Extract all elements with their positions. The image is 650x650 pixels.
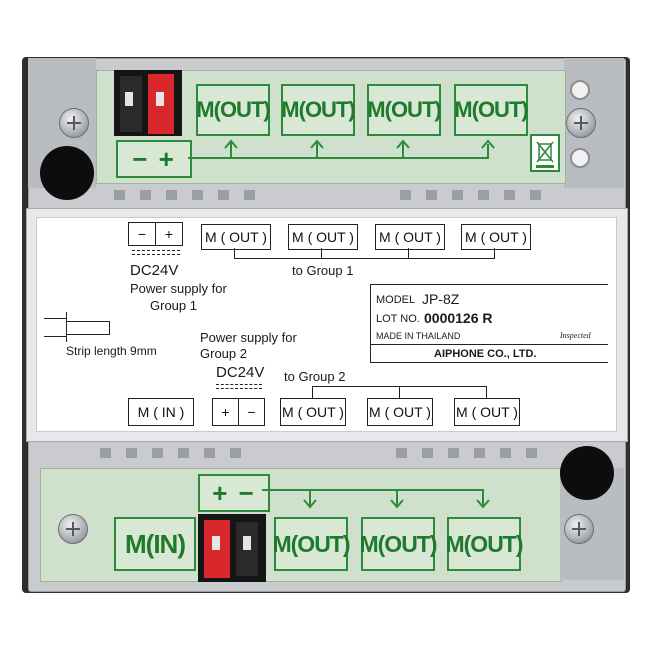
cable-entry-hole — [560, 446, 614, 500]
label-top-mout-3: M ( OUT ) — [375, 224, 445, 250]
label-dc24v-top: DC24V — [130, 262, 179, 279]
label-lot-value: 0000126 R — [424, 310, 493, 326]
label-lot-caption: LOT NO. — [376, 313, 420, 325]
bracket-line — [494, 248, 495, 258]
label-top-plus: + — [155, 222, 183, 246]
label-power-group1-line1: Power supply for — [130, 281, 227, 296]
bottom-mout-2: M(OUT) — [359, 517, 438, 571]
label-top-mout-2: M ( OUT ) — [288, 224, 358, 250]
vent — [192, 190, 203, 200]
stripped-wire-icon — [66, 321, 110, 335]
weee-bin-icon — [530, 134, 560, 172]
label-model-value: JP-8Z — [422, 291, 460, 307]
connector-slot — [125, 92, 133, 106]
label-dc24v-bottom: DC24V — [216, 364, 265, 381]
dc-symbol-line — [216, 388, 262, 389]
label-to-group1: to Group 1 — [292, 263, 354, 278]
vent — [204, 448, 215, 458]
model-block-border — [370, 362, 608, 363]
vent — [400, 190, 411, 200]
mounting-hole-icon — [570, 148, 590, 168]
screw-icon — [58, 514, 88, 544]
label-power-group2-line1: Power supply for — [200, 330, 297, 345]
vent — [422, 448, 433, 458]
model-block-border — [370, 284, 371, 362]
vent — [244, 190, 255, 200]
dc-symbol-line — [132, 250, 180, 251]
top-mout-2: M(OUT) — [281, 84, 356, 136]
wire-line — [44, 336, 66, 337]
vent — [166, 190, 177, 200]
model-block-border — [370, 344, 608, 345]
vent — [100, 448, 111, 458]
vent — [396, 448, 407, 458]
label-model-caption: MODEL — [376, 294, 416, 306]
label-to-group2: to Group 2 — [284, 369, 346, 384]
top-mout-3: M(OUT) — [367, 84, 442, 136]
bracket-line — [234, 248, 235, 258]
bracket-line — [234, 258, 495, 259]
mounting-hole-icon — [570, 80, 590, 100]
vent — [448, 448, 459, 458]
label-power-group2-line2: Group 2 — [200, 346, 247, 361]
bracket-line — [321, 248, 322, 258]
label-bottom-mout-1: M ( OUT ) — [280, 398, 346, 426]
bracket-line — [486, 386, 487, 398]
label-bottom-mout-2: M ( OUT ) — [367, 398, 433, 426]
screw-icon — [564, 514, 594, 544]
vent — [140, 190, 151, 200]
top-arrow-lines — [188, 139, 495, 159]
wiring-label — [36, 217, 617, 432]
bottom-min-terminal: M(IN) — [114, 517, 196, 571]
wire-line — [44, 318, 66, 319]
label-bottom-minus: − — [238, 398, 265, 426]
connector-slot — [243, 536, 251, 550]
top-mout-1: M(OUT) — [196, 84, 271, 136]
vent — [114, 190, 125, 200]
vent — [478, 190, 489, 200]
label-top-mout-1: M ( OUT ) — [201, 224, 271, 250]
model-block-border — [370, 284, 608, 285]
dc-symbol-line — [132, 254, 180, 255]
vent — [230, 448, 241, 458]
bottom-power-terminal-label: + − — [198, 474, 270, 512]
label-bottom-mout-3: M ( OUT ) — [454, 398, 520, 426]
vent — [178, 448, 189, 458]
top-mout-4: M(OUT) — [454, 84, 529, 136]
label-top-minus: − — [128, 222, 156, 246]
vent — [126, 448, 137, 458]
vent — [526, 448, 537, 458]
vent — [530, 190, 541, 200]
label-power-group1-line2: Group 1 — [150, 298, 197, 313]
label-inspected: Inspected — [560, 331, 591, 340]
label-top-mout-4: M ( OUT ) — [461, 224, 531, 250]
top-power-terminal-label: − + — [116, 140, 192, 178]
label-bottom-plus: + — [212, 398, 239, 426]
bracket-line — [408, 248, 409, 258]
vent — [426, 190, 437, 200]
vent — [500, 448, 511, 458]
vent — [152, 448, 163, 458]
label-bottom-min: M ( IN ) — [128, 398, 194, 426]
bracket-line — [399, 386, 400, 398]
vent — [218, 190, 229, 200]
bottom-mout-3: M(OUT) — [445, 517, 524, 571]
bottom-arrow-lines — [262, 489, 490, 509]
bracket-line — [312, 386, 313, 398]
vent — [452, 190, 463, 200]
wire-line — [66, 312, 67, 342]
connector-slot — [212, 536, 220, 550]
connector-slot — [156, 92, 164, 106]
vent — [504, 190, 515, 200]
dc-symbol-line — [216, 384, 262, 385]
screw-icon — [59, 108, 89, 138]
bottom-mout-1: M(OUT) — [272, 517, 351, 571]
cable-entry-hole — [40, 146, 94, 200]
label-maker: AIPHONE CO., LTD. — [434, 348, 537, 360]
vent — [474, 448, 485, 458]
screw-icon — [566, 108, 596, 138]
label-made-in: MADE IN THAILAND — [376, 331, 461, 341]
label-strip-length: Strip length 9mm — [66, 344, 157, 358]
